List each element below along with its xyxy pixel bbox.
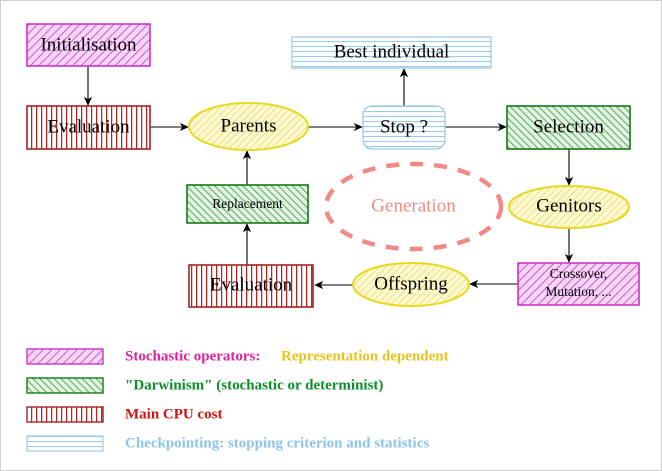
- legend-swatch-red-vlines: [26, 406, 104, 423]
- node-generation: Generation: [323, 161, 504, 252]
- node-offspring-label: Offspring: [374, 273, 448, 294]
- node-parents[interactable]: Parents: [188, 102, 309, 151]
- node-initialisation-label: Initialisation: [40, 34, 137, 55]
- legend-label-checkpointing: Checkpointing: stopping criterion and st…: [125, 435, 429, 451]
- node-selection-label: Selection: [533, 116, 604, 137]
- legend-item-checkpointing: Checkpointing: stopping criterion and st…: [26, 435, 429, 452]
- legend-swatch-blue-hlines: [26, 435, 104, 452]
- node-parents-label: Parents: [221, 115, 277, 136]
- node-crossover-mutation-label-line2: Mutation, ...: [545, 284, 611, 299]
- legend-item-stochastic-operators: Stochastic operators: Representation dep…: [26, 348, 449, 365]
- node-selection[interactable]: Selection: [506, 105, 631, 150]
- node-replacement-label: Replacement: [212, 196, 283, 211]
- node-best-individual[interactable]: Best individual: [291, 36, 492, 69]
- legend-swatch-green-hatch: [26, 377, 104, 394]
- node-stop-label: Stop ?: [380, 116, 428, 137]
- node-genitors-label: Genitors: [536, 195, 601, 216]
- generation-dashed-outline: [323, 161, 504, 252]
- node-evaluation-top[interactable]: Evaluation: [26, 105, 151, 150]
- node-offspring[interactable]: Offspring: [352, 262, 470, 307]
- node-evaluation-bottom-label: Evaluation: [210, 274, 293, 295]
- legend-label-stochastic-operators: Stochastic operators:: [125, 348, 260, 364]
- node-evaluation-bottom[interactable]: Evaluation: [188, 264, 314, 308]
- legend: Stochastic operators: Representation dep…: [26, 348, 449, 452]
- legend-swatch-magenta-hatch: [26, 348, 104, 365]
- legend-label-darwinism: "Darwinism" (stochastic or determinist): [125, 377, 383, 393]
- legend-label-representation-dependent: Representation dependent: [281, 348, 449, 364]
- legend-item-main-cpu-cost: Main CPU cost: [26, 406, 223, 423]
- node-genitors[interactable]: Genitors: [508, 185, 630, 229]
- node-evaluation-top-label: Evaluation: [47, 116, 130, 137]
- legend-item-darwinism: "Darwinism" (stochastic or determinist): [26, 377, 383, 394]
- node-replacement[interactable]: Replacement: [186, 184, 309, 224]
- node-crossover-mutation[interactable]: Crossover, Mutation, ...: [517, 262, 640, 306]
- edge-layer: [83, 66, 574, 290]
- node-stop[interactable]: Stop ?: [362, 105, 446, 150]
- node-best-individual-label: Best individual: [334, 41, 450, 62]
- node-generation-label: Generation: [371, 195, 456, 216]
- node-crossover-mutation-label-line1: Crossover,: [550, 266, 608, 281]
- node-initialisation[interactable]: Initialisation: [26, 23, 151, 67]
- legend-label-main-cpu-cost: Main CPU cost: [125, 406, 223, 422]
